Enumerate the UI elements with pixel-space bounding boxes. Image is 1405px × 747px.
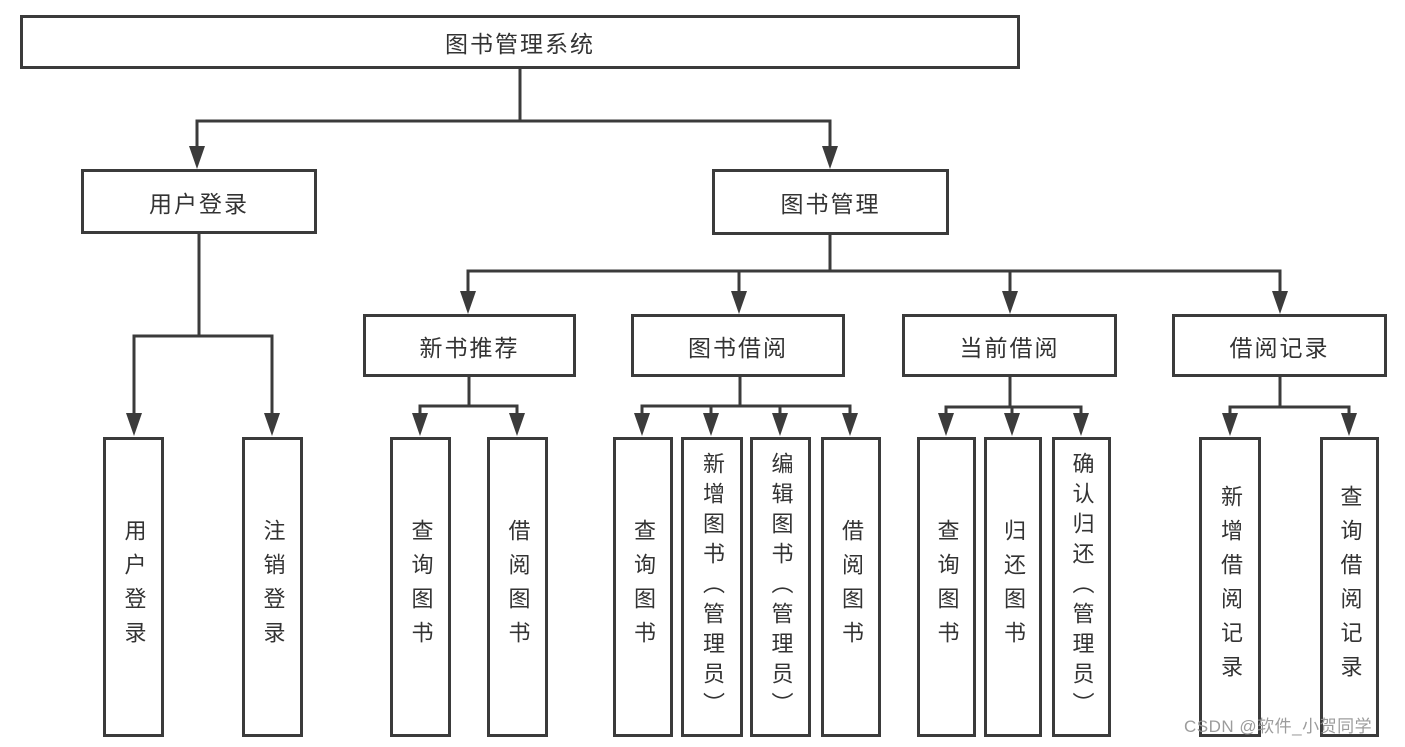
node-new-book-recommend: 新书推荐 <box>363 314 576 377</box>
node-root: 图书管理系统 <box>20 15 1020 69</box>
node-leaf-cb-query-books-label: 查询图书 <box>934 519 960 655</box>
node-leaf-br-add-record-label: 新增借阅记录 <box>1218 485 1243 689</box>
node-root-label: 图书管理系统 <box>445 31 595 57</box>
node-leaf-bb-borrow-books-label: 借阅图书 <box>839 519 864 655</box>
node-borrow-records: 借阅记录 <box>1172 314 1387 377</box>
node-leaf-bb-query-books-label: 查询图书 <box>631 519 656 655</box>
node-leaf-bb-edit-books: 编辑图书（管理员） <box>750 437 811 737</box>
node-leaf-nb-borrow-books: 借阅图书 <box>487 437 548 737</box>
node-leaf-br-query-record-label: 查询借阅记录 <box>1337 485 1363 689</box>
node-leaf-cb-return-books: 归还图书 <box>984 437 1042 737</box>
node-user-login-label: 用户登录 <box>149 190 249 217</box>
node-leaf-bb-add-books-label: 新增图书（管理员） <box>700 452 725 722</box>
node-leaf-cb-confirm-return-label: 确认归还（管理员） <box>1069 452 1095 722</box>
node-leaf-br-query-record: 查询借阅记录 <box>1320 437 1379 737</box>
node-leaf-bb-add-books: 新增图书（管理员） <box>681 437 743 737</box>
node-book-borrow: 图书借阅 <box>631 314 845 377</box>
node-book-management: 图书管理 <box>712 169 949 235</box>
node-user-login: 用户登录 <box>81 169 317 234</box>
node-leaf-logout: 注销登录 <box>242 437 303 737</box>
node-leaf-logout-label: 注销登录 <box>260 519 286 655</box>
node-book-borrow-label: 图书借阅 <box>688 334 788 361</box>
node-leaf-nb-query-books-label: 查询图书 <box>408 519 434 655</box>
node-current-borrow: 当前借阅 <box>902 314 1117 377</box>
node-leaf-cb-return-books-label: 归还图书 <box>1001 519 1026 655</box>
csdn-watermark: CSDN @软件_小贺同学 <box>1184 717 1373 736</box>
node-new-book-recommend-label: 新书推荐 <box>419 334 520 361</box>
node-leaf-cb-confirm-return: 确认归还（管理员） <box>1052 437 1111 737</box>
node-book-management-label: 图书管理 <box>780 191 881 217</box>
node-leaf-user-login-label: 用户登录 <box>121 519 147 655</box>
node-leaf-cb-query-books: 查询图书 <box>917 437 976 737</box>
node-leaf-bb-query-books: 查询图书 <box>613 437 673 737</box>
node-current-borrow-label: 当前借阅 <box>959 334 1060 361</box>
node-leaf-user-login: 用户登录 <box>103 437 164 737</box>
node-leaf-bb-edit-books-label: 编辑图书（管理员） <box>768 452 794 722</box>
node-leaf-br-add-record: 新增借阅记录 <box>1199 437 1261 737</box>
arrowheads <box>126 146 1357 436</box>
node-leaf-nb-borrow-books-label: 借阅图书 <box>505 519 531 655</box>
node-borrow-records-label: 借阅记录 <box>1229 334 1330 361</box>
node-leaf-bb-borrow-books: 借阅图书 <box>821 437 881 737</box>
node-leaf-nb-query-books: 查询图书 <box>390 437 451 737</box>
